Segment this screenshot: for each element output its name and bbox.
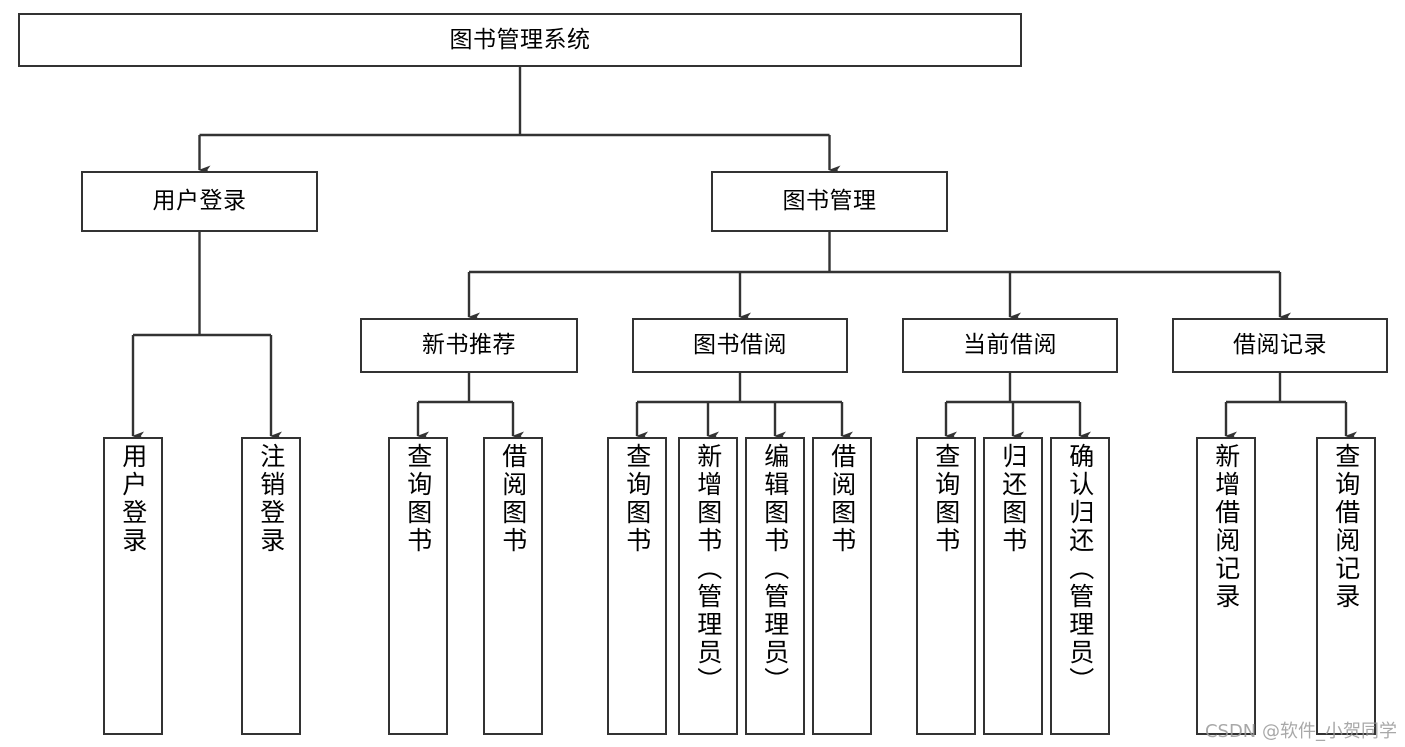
node-leaf-borrow-borrow-book: 借阅图书 (812, 437, 872, 735)
node-label: 新增借阅记录 (1211, 443, 1241, 611)
node-label: 图书借阅 (693, 332, 787, 359)
node-leaf-borrow-add-book: 新增图书（管理员） (678, 437, 738, 735)
node-leaf-record-add-record: 新增借阅记录 (1196, 437, 1256, 735)
node-book-borrow: 图书借阅 (632, 318, 848, 373)
node-label: 新书推荐 (422, 332, 516, 359)
node-borrow-record: 借阅记录 (1172, 318, 1388, 373)
node-leaf-user-login: 用户登录 (103, 437, 163, 735)
node-root: 图书管理系统 (18, 13, 1022, 67)
node-label: 确认归还（管理员） (1065, 443, 1095, 695)
node-leaf-user-logout: 注销登录 (241, 437, 301, 735)
watermark-label: CSDN @软件_小贺同学 (1204, 721, 1397, 742)
node-leaf-borrow-query-book: 查询图书 (607, 437, 667, 735)
node-label: 借阅图书 (827, 443, 857, 555)
node-leaf-borrow-edit-book: 编辑图书（管理员） (745, 437, 805, 735)
node-leaf-current-return-book: 归还图书 (983, 437, 1043, 735)
node-current-borrow: 当前借阅 (902, 318, 1118, 373)
node-label: 图书管理 (782, 188, 877, 215)
node-label: 注销登录 (256, 443, 286, 555)
node-label: 当前借阅 (963, 332, 1057, 359)
node-label: 借阅图书 (498, 443, 528, 555)
node-label: 新增图书（管理员） (693, 443, 723, 695)
node-leaf-recommend-query-book: 查询图书 (388, 437, 448, 735)
node-label: 查询图书 (622, 443, 652, 555)
node-leaf-record-query-record: 查询借阅记录 (1316, 437, 1376, 735)
node-user-login: 用户登录 (81, 171, 318, 232)
node-leaf-recommend-borrow-book: 借阅图书 (483, 437, 543, 735)
node-label: 用户登录 (118, 443, 148, 555)
node-label: 借阅记录 (1233, 332, 1327, 359)
node-label: 用户登录 (152, 188, 247, 215)
node-label: 编辑图书（管理员） (760, 443, 790, 695)
node-leaf-current-confirm-return: 确认归还（管理员） (1050, 437, 1110, 735)
node-book-management: 图书管理 (711, 171, 948, 232)
node-label: 查询借阅记录 (1331, 443, 1361, 611)
node-label: 查询图书 (403, 443, 433, 555)
node-leaf-current-query-book: 查询图书 (916, 437, 976, 735)
node-label: 查询图书 (931, 443, 961, 555)
node-label: 图书管理系统 (449, 26, 591, 53)
node-new-book-recommend: 新书推荐 (360, 318, 578, 373)
node-label: 归还图书 (998, 443, 1028, 555)
